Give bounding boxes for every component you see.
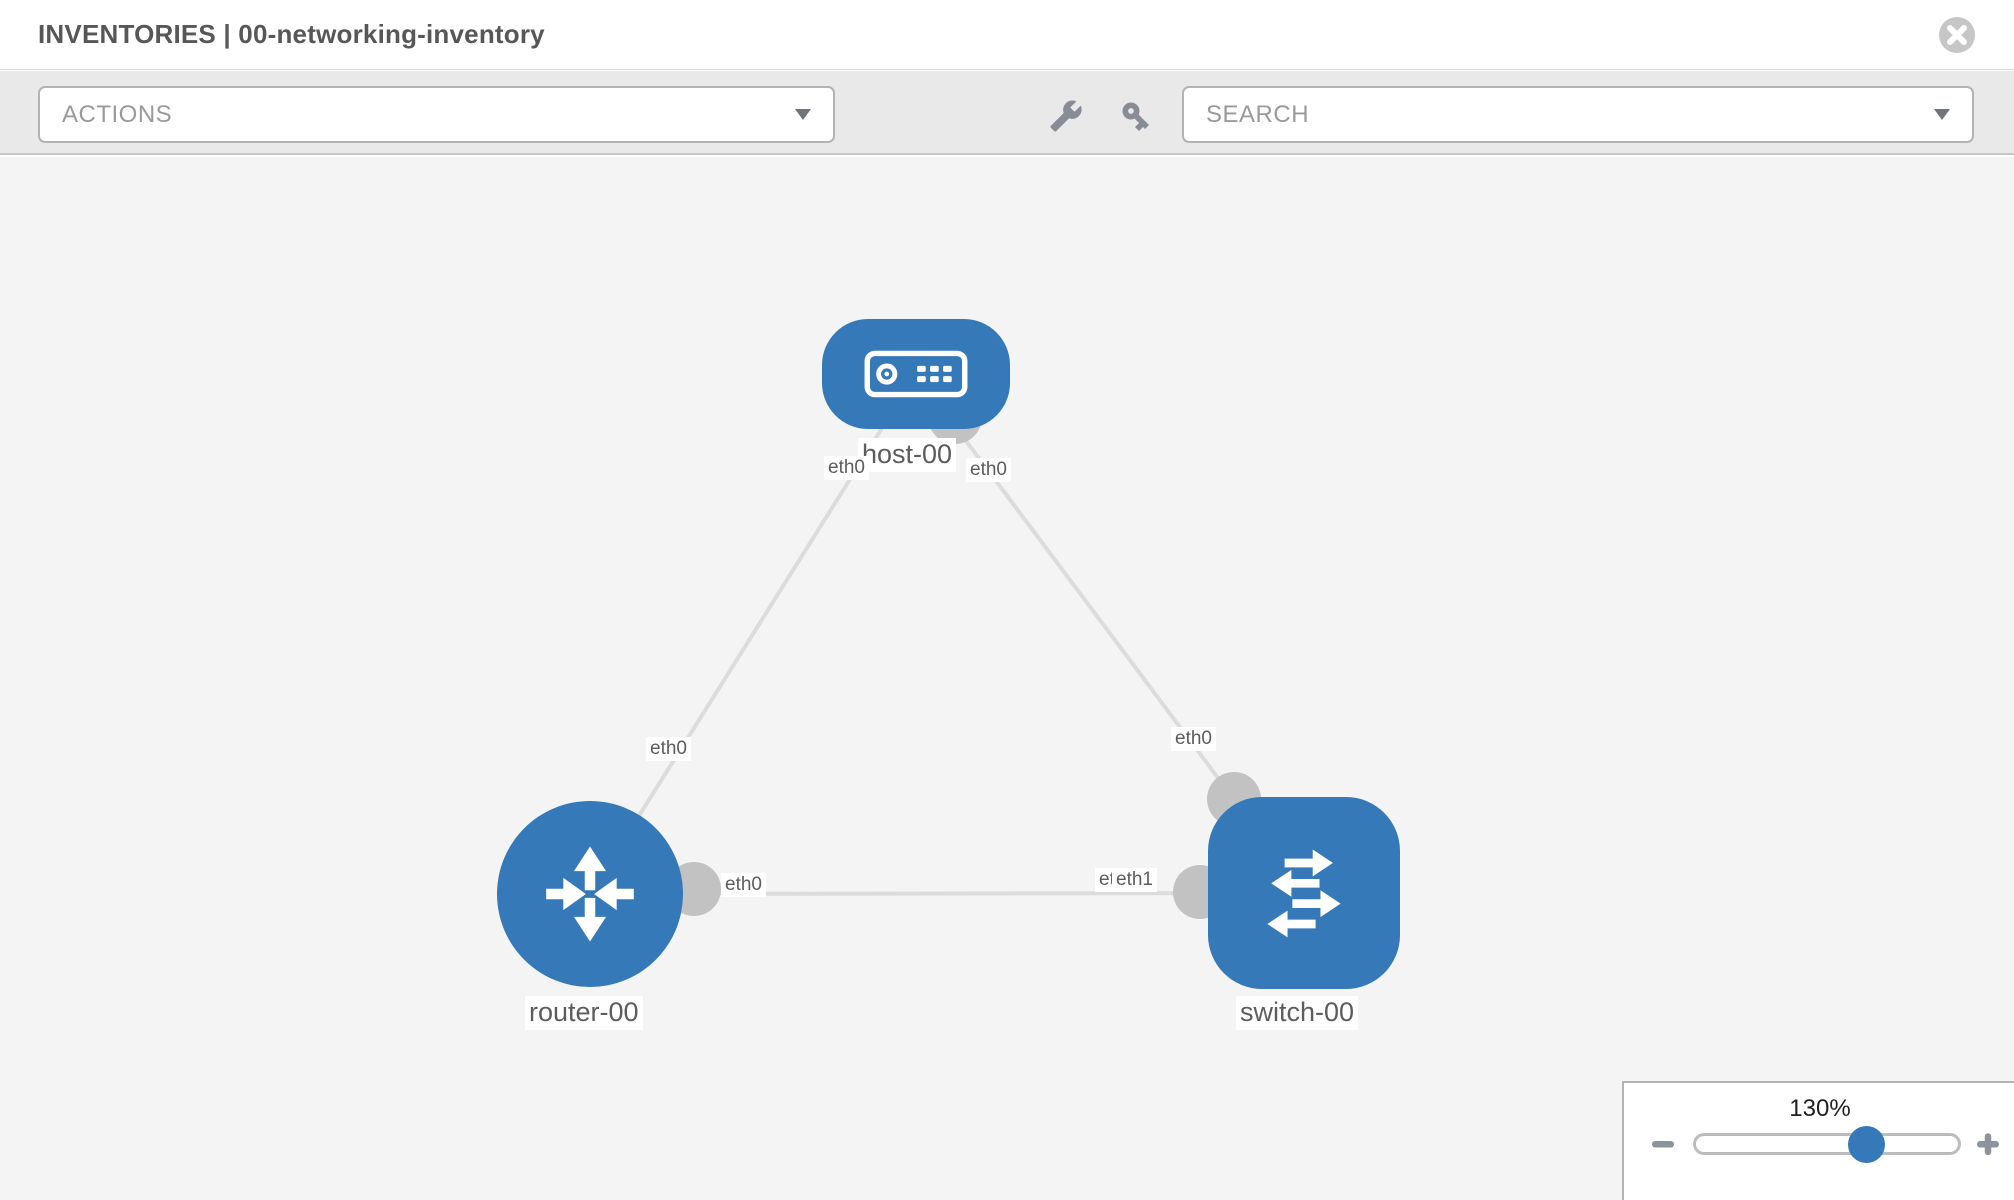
search-dropdown-label: SEARCH (1206, 100, 1310, 128)
minus-icon (1652, 1141, 1674, 1148)
topology-canvas[interactable]: host-00 router-00 switch-00 eth0 eth0 et… (0, 157, 2014, 1200)
zoom-in-button[interactable] (1975, 1131, 2001, 1157)
node-label-switch: switch-00 (1236, 996, 1359, 1030)
port-label-router-eth0-top: eth0 (646, 737, 691, 762)
search-dropdown[interactable]: SEARCH (1182, 86, 1974, 143)
actions-dropdown[interactable]: ACTIONS (38, 86, 835, 143)
chevron-down-icon (1934, 109, 1950, 120)
port-label-host-eth0-left: eth0 (824, 456, 869, 481)
credentials-button[interactable] (1119, 99, 1153, 133)
port-label-router-eth0-right: eth0 (721, 873, 766, 898)
link-lines (588, 372, 1306, 896)
port-label-host-eth0-right: eth0 (966, 458, 1011, 483)
wrench-icon (1050, 100, 1082, 132)
node-router-00[interactable] (497, 801, 683, 987)
close-icon (1939, 17, 1975, 53)
port-label-switch-eth0-top: eth0 (1171, 727, 1216, 752)
key-icon (1122, 102, 1150, 132)
plus-icon (1977, 1133, 1999, 1156)
page-title: INVENTORIES | 00-networking-inventory (38, 19, 545, 49)
close-button[interactable] (1938, 16, 1976, 54)
chevron-down-icon (795, 109, 811, 120)
zoom-panel: 130% (1622, 1081, 2014, 1200)
node-label-host: host-00 (858, 438, 957, 472)
router-icon (546, 846, 634, 942)
node-host-00[interactable] (822, 319, 1010, 429)
zoom-slider-thumb[interactable] (1848, 1126, 1885, 1163)
node-switch-00[interactable] (1208, 797, 1400, 989)
actions-dropdown-label: ACTIONS (62, 100, 173, 128)
switch-icon (1267, 849, 1341, 938)
toolbar: ACTIONS SEARCH (0, 71, 2014, 155)
host-icon (864, 350, 968, 398)
node-label-router: router-00 (525, 996, 643, 1030)
zoom-percentage: 130% (1789, 1095, 1851, 1122)
header: INVENTORIES | 00-networking-inventory (0, 0, 2014, 70)
zoom-out-button[interactable] (1650, 1131, 1676, 1157)
zoom-slider[interactable] (1693, 1133, 1961, 1155)
port-label-switch-eth1-left: eth1 (1112, 868, 1157, 893)
configure-button[interactable] (1049, 99, 1083, 133)
